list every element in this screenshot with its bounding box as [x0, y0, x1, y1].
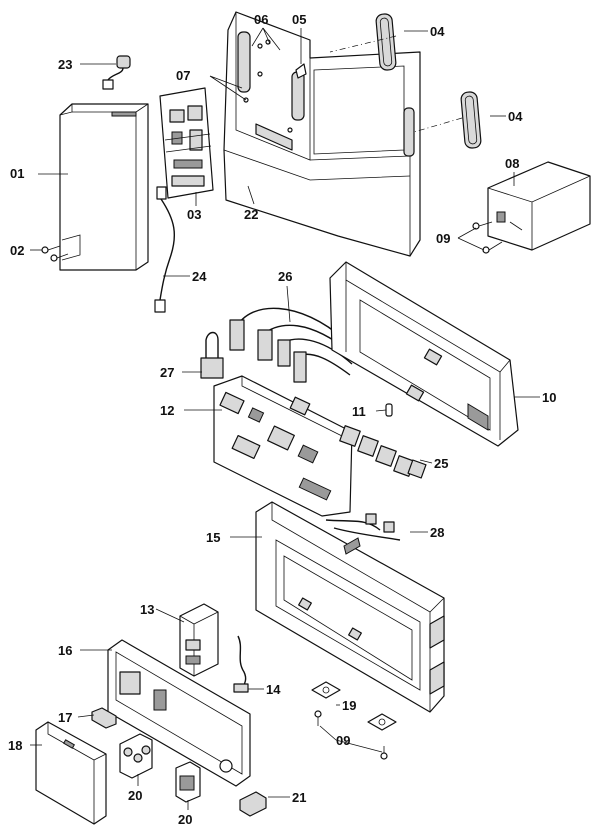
label-16: 16	[58, 643, 72, 658]
label-24: 24	[192, 269, 207, 284]
callout-labels: 01 02 03 04 04 05 06 07 08 09 10 11 12 1…	[8, 12, 556, 827]
label-06: 06	[254, 12, 268, 27]
leader-lines	[30, 27, 540, 810]
label-21: 21	[292, 790, 306, 805]
label-15: 15	[206, 530, 220, 545]
part-19-bracket-lower	[367, 713, 397, 731]
label-18: 18	[8, 738, 22, 753]
part-27-jumper	[200, 331, 224, 379]
label-17: 17	[58, 710, 72, 725]
main-frame	[223, 11, 421, 257]
part-18-door	[35, 721, 107, 825]
part-08-box	[487, 161, 591, 251]
label-20-lower: 20	[178, 812, 192, 827]
label-19: 19	[342, 698, 356, 713]
part-17-clip	[91, 707, 117, 729]
label-20-upper: 20	[128, 788, 142, 803]
label-04-upper: 04	[430, 24, 445, 39]
part-28-wires	[325, 513, 401, 541]
label-05: 05	[292, 12, 306, 27]
label-28: 28	[430, 525, 444, 540]
label-03: 03	[187, 207, 201, 222]
part-04-grommet-lower	[460, 91, 482, 149]
part-21-cap	[239, 791, 267, 817]
label-26: 26	[278, 269, 292, 284]
part-20-switch-block-upper	[119, 733, 153, 779]
part-11-pin	[385, 403, 393, 417]
part-20-switch-lower	[175, 761, 201, 803]
label-04-lower: 04	[508, 109, 523, 124]
label-10: 10	[542, 390, 556, 405]
label-09-lower: 09	[336, 733, 350, 748]
label-09-upper: 09	[436, 231, 450, 246]
part-04-grommet-upper	[375, 13, 397, 71]
part-10-back-housing	[329, 261, 519, 447]
part-25-terminals	[339, 425, 427, 479]
label-11: 11	[352, 404, 366, 419]
label-08: 08	[505, 156, 519, 171]
part-24-cable	[154, 186, 176, 313]
part-12-main-pcb	[213, 375, 353, 517]
label-07: 07	[176, 68, 190, 83]
part-14-ribbon	[233, 635, 249, 693]
label-01: 01	[10, 166, 24, 181]
part-15-front-frame	[255, 501, 445, 713]
part-09-screws-lower	[314, 710, 388, 760]
part-09-screws-upper	[472, 221, 503, 254]
label-23: 23	[58, 57, 72, 72]
label-02: 02	[10, 243, 24, 258]
part-23-sensor	[102, 55, 131, 90]
label-14: 14	[266, 682, 281, 697]
part-01-cover	[59, 103, 149, 271]
label-13: 13	[140, 602, 154, 617]
label-22: 22	[244, 207, 258, 222]
part-19-bracket-upper	[311, 681, 341, 699]
part-13-module	[179, 603, 219, 677]
label-27: 27	[160, 365, 174, 380]
label-12: 12	[160, 403, 174, 418]
label-25: 25	[434, 456, 448, 471]
part-03-pcb	[159, 87, 214, 199]
part-02-screws	[41, 245, 69, 262]
